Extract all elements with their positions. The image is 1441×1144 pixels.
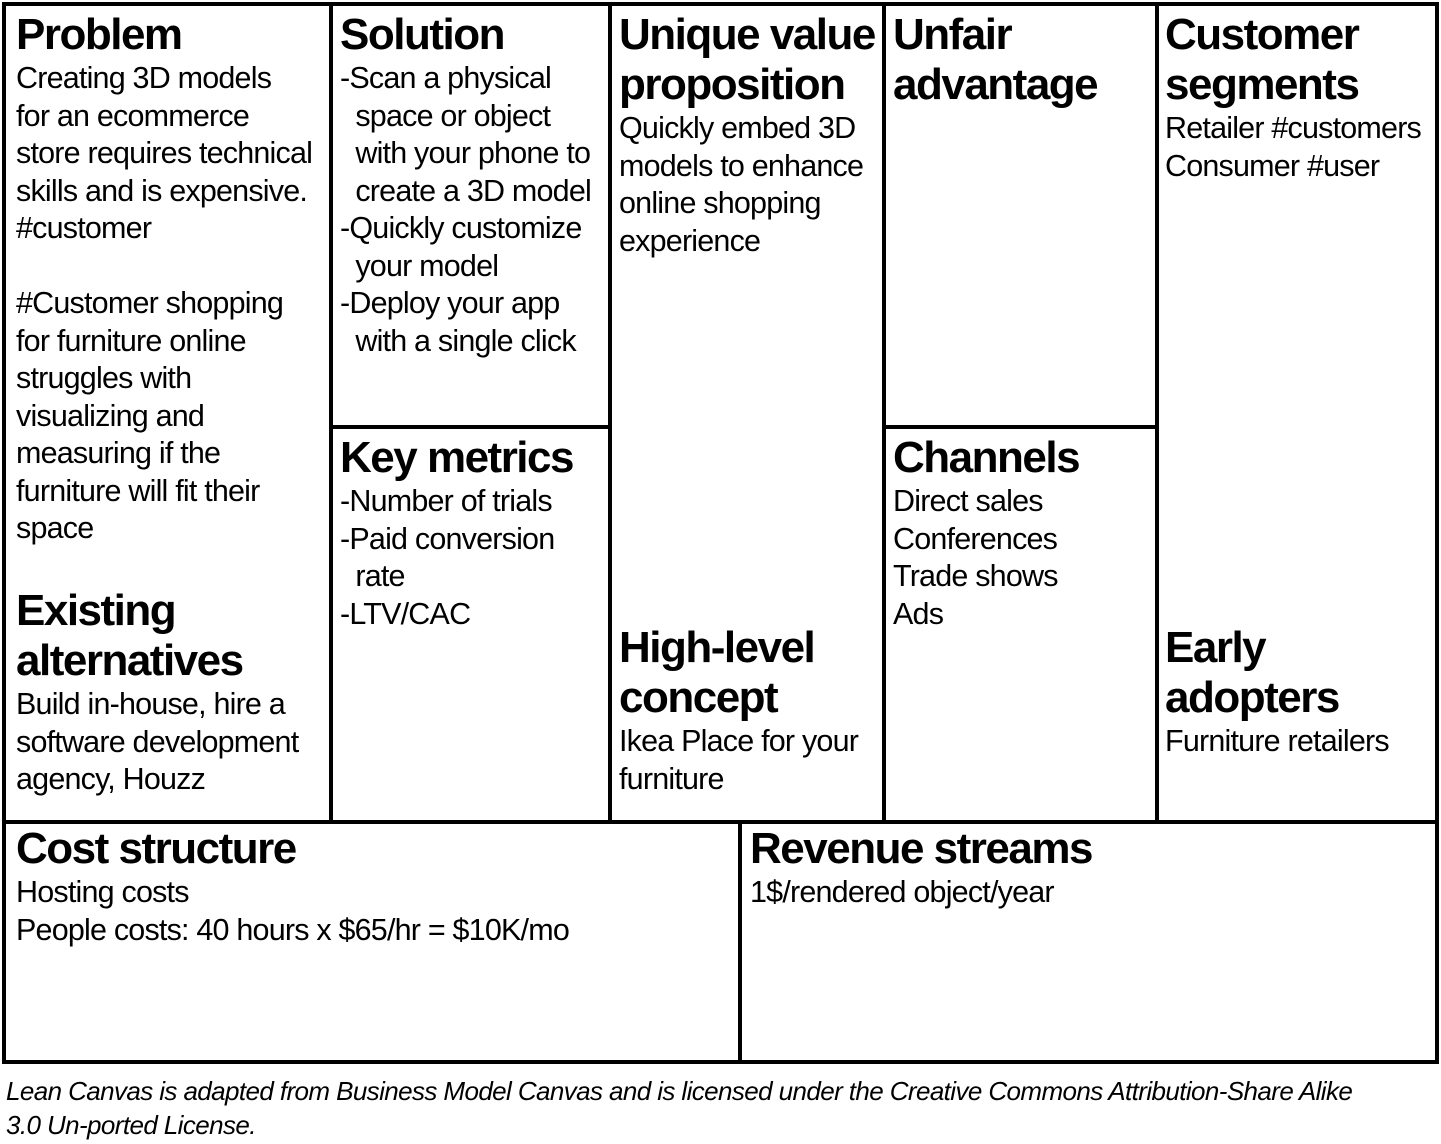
text-line: with a single click [340, 323, 576, 358]
text-line: Furniture retailers [1165, 724, 1390, 758]
text-line: for furniture online [16, 323, 247, 358]
text-line: -Paid conversion [340, 521, 555, 556]
text-line: -Deploy your app [340, 286, 560, 320]
text-line: 3.0 Un-ported License. [6, 1110, 256, 1140]
key-metrics-box: Key metrics -Number of trials-Paid conve… [329, 425, 612, 824]
revenue-streams-text: 1$/rendered object/year [750, 874, 1429, 912]
text-line: furniture [619, 761, 725, 796]
unique-value-proposition-box: Unique value proposition Quickly embed 3… [608, 2, 886, 824]
text-line [16, 248, 323, 286]
solution-title: Solution [340, 10, 505, 59]
text-line: with your phone to [340, 136, 591, 170]
solution-text: -Scan a physical space or object with yo… [340, 60, 602, 360]
revenue-streams-section: Revenue streams 1$/rendered object/year [750, 824, 1429, 912]
early-adopters-section: Early adopters Furniture retailers [1165, 623, 1429, 761]
text-line: Lean Canvas is adapted from Business Mod… [6, 1076, 1353, 1106]
text-line: #customer [16, 211, 152, 245]
solution-box: Solution -Scan a physical space or objec… [329, 2, 612, 429]
text-line: online shopping [619, 186, 821, 220]
text-line: visualizing and [16, 398, 205, 433]
text-line: Ikea Place for your [619, 724, 859, 758]
text-line: -Quickly customize [340, 211, 582, 245]
key-metrics-title: Key metrics [340, 433, 574, 482]
early-adopters-text: Furniture retailers [1165, 723, 1429, 761]
text-line: software development [16, 724, 299, 759]
unique-value-proposition-section: Unique value proposition Quickly embed 3… [619, 10, 876, 260]
text-line: Build in-house, hire a [16, 687, 286, 721]
text-line: space [16, 511, 94, 545]
channels-title: Channels [893, 433, 1081, 482]
text-line: skills and is expensive. [16, 173, 308, 208]
text-line: Retailer #customers [1165, 111, 1422, 145]
text-line: Trade shows [893, 559, 1058, 593]
text-line: furniture will fit their [16, 473, 260, 508]
cost-structure-title: Cost structure [16, 824, 297, 873]
early-adopters-title: Early adopters [1165, 623, 1340, 722]
text-line: create a 3D model [340, 173, 591, 208]
text-line: Creating 3D models [16, 61, 272, 95]
unfair-advantage-title: Unfair advantage [893, 10, 1099, 109]
text-line: measuring if the [16, 436, 221, 470]
text-line: Consumer #user [1165, 148, 1380, 183]
text-line: People costs: 40 hours x $65/hr = $10K/m… [16, 912, 570, 947]
text-line: 1$/rendered object/year [750, 875, 1055, 909]
text-line: -LTV/CAC [340, 596, 471, 631]
solution-section: Solution -Scan a physical space or objec… [340, 10, 602, 360]
text-line: your model [340, 248, 499, 283]
key-metrics-section: Key metrics -Number of trials-Paid conve… [340, 433, 602, 633]
revenue-streams-box: Revenue streams 1$/rendered object/year [738, 820, 1439, 1064]
text-line: -Number of trials [340, 484, 553, 518]
text-line: -Scan a physical [340, 61, 552, 95]
license-footnote: Lean Canvas is adapted from Business Mod… [6, 1074, 1426, 1142]
text-line: #Customer shopping [16, 286, 284, 320]
text-line: space or object [340, 98, 551, 133]
unfair-advantage-box: Unfair advantage [882, 2, 1159, 429]
unique-value-proposition-title: Unique value proposition [619, 10, 876, 109]
key-metrics-text: -Number of trials-Paid conversion rate-L… [340, 483, 602, 633]
existing-alternatives-title: Existing alternatives [16, 586, 244, 685]
customer-segments-title: Customer segments [1165, 10, 1360, 109]
text-line: Quickly embed 3D [619, 111, 856, 145]
existing-alternatives-section: Existing alternatives Build in-house, hi… [16, 586, 323, 799]
text-line: Direct sales [893, 484, 1044, 518]
text-line: store requires technical [16, 136, 313, 170]
text-line: for an ecommerce [16, 98, 250, 133]
text-line: Conferences [893, 521, 1058, 556]
unfair-advantage-section: Unfair advantage [893, 10, 1149, 110]
text-line: struggles with [16, 361, 192, 395]
text-line: experience [619, 223, 761, 258]
text-line: rate [340, 559, 405, 593]
text-line: Ads [893, 596, 944, 631]
problem-title: Problem [16, 10, 183, 59]
text-line: models to enhance [619, 148, 864, 183]
revenue-streams-title: Revenue streams [750, 824, 1093, 873]
text-line: Hosting costs [16, 875, 189, 909]
high-level-concept-title: High-level concept [619, 623, 816, 722]
text-line: agency, Houzz [16, 762, 206, 796]
